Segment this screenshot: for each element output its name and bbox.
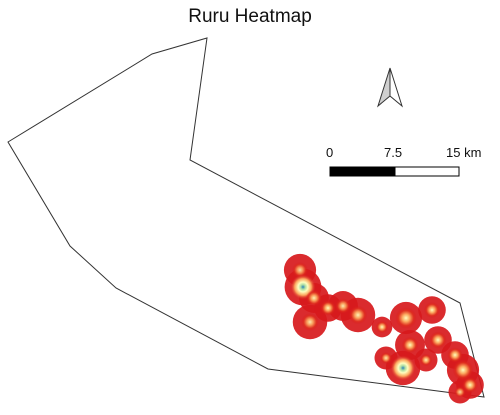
scale-label-0: 0 — [326, 145, 334, 160]
study-area-boundary — [7, 37, 485, 398]
scale-label-mid: 7.5 — [384, 145, 403, 160]
scale-bar — [329, 166, 460, 177]
map-title: Ruru Heatmap — [188, 6, 312, 27]
heat-hotspot — [335, 298, 351, 314]
heat-hotspot — [452, 359, 474, 381]
heat-hotspot — [401, 336, 419, 354]
heat-hotspot — [419, 353, 433, 367]
scale-bar-filled-segment — [329, 166, 396, 177]
heat-hotspot — [348, 305, 368, 325]
heat-hotspot — [423, 301, 441, 319]
heat-hotspot — [454, 386, 466, 398]
heat-hotspot — [447, 347, 463, 363]
heat-hotspot — [291, 261, 309, 279]
heat-hotspot — [390, 355, 416, 381]
heat-hotspot — [429, 331, 447, 349]
heat-hotspot — [305, 289, 323, 307]
heat-hotspot — [395, 307, 417, 329]
heat-hotspot — [380, 352, 392, 364]
north-arrow-icon — [377, 67, 403, 108]
heat-hotspot — [375, 320, 389, 334]
heat-hotspot — [301, 313, 319, 331]
heat-hotspot — [320, 300, 336, 316]
scale-bar-empty-segment — [394, 166, 460, 177]
heat-hotspot — [461, 376, 479, 394]
scale-label-end: 15 km — [446, 145, 482, 160]
heatmap-layer — [283, 253, 484, 404]
